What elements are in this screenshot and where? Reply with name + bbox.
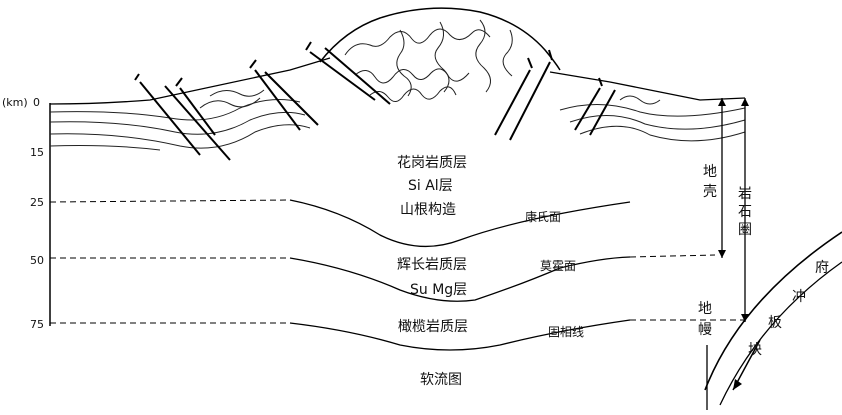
moho-surface [289, 256, 631, 302]
litho-arrow-bottom [741, 314, 749, 322]
label-plate-2: 冲 [792, 289, 806, 305]
right-faults [494, 49, 616, 141]
label-conrad: 康氏面 [525, 209, 561, 224]
mountain-dome [319, 7, 561, 71]
left-folds [49, 89, 311, 151]
crust-arrow-top [718, 98, 726, 106]
surface-right [549, 71, 746, 101]
label-plate-1: 府 [815, 260, 829, 276]
label-moho: 莫霍面 [540, 259, 576, 273]
left-faults [134, 41, 391, 161]
label-asthenosphere: 软流图 [420, 372, 462, 388]
label-litho-3: 圈 [738, 222, 752, 238]
tick-15: 15 [30, 146, 44, 159]
litho-arrow-top [741, 98, 749, 106]
subduction-arrowhead [733, 379, 742, 390]
right-folds [559, 95, 746, 142]
conrad-surface [289, 199, 631, 248]
label-mantle-1: 地 [698, 301, 712, 317]
label-crust-2: 壳 [703, 183, 717, 200]
solidus-line [289, 319, 631, 351]
label-mountain-root: 山根构造 [400, 202, 456, 218]
tick-0: 0 [33, 96, 40, 109]
tick-50: 50 [30, 254, 44, 267]
label-gabbro: 辉长岩质层 [397, 257, 467, 273]
label-plate-3: 板 [768, 315, 782, 331]
label-plate-4: 块 [748, 342, 762, 358]
label-solidus: 固相线 [548, 325, 584, 339]
tick-75: 75 [30, 318, 44, 331]
label-sial: Si Al层 [408, 178, 453, 194]
moho-dashed-right [629, 254, 716, 258]
label-litho-2: 石 [738, 204, 752, 220]
label-sima: Su Mg层 [410, 282, 467, 298]
axis-unit: (km) [2, 96, 28, 109]
surface-left [49, 57, 331, 105]
label-crust-1: 地 [703, 164, 717, 180]
tick-25: 25 [30, 196, 44, 209]
dome-folds [344, 19, 513, 102]
label-granite: 花岗岩质层 [397, 155, 467, 171]
plate-top-edge [704, 231, 842, 391]
depth-25-dashed [49, 199, 291, 203]
label-litho-1: 岩 [738, 186, 752, 202]
label-mantle-2: 幔 [698, 322, 712, 338]
label-peridotite: 橄榄岩质层 [398, 319, 468, 335]
crust-arrow-bottom [718, 250, 726, 258]
plate-bottom-edge [719, 261, 842, 406]
